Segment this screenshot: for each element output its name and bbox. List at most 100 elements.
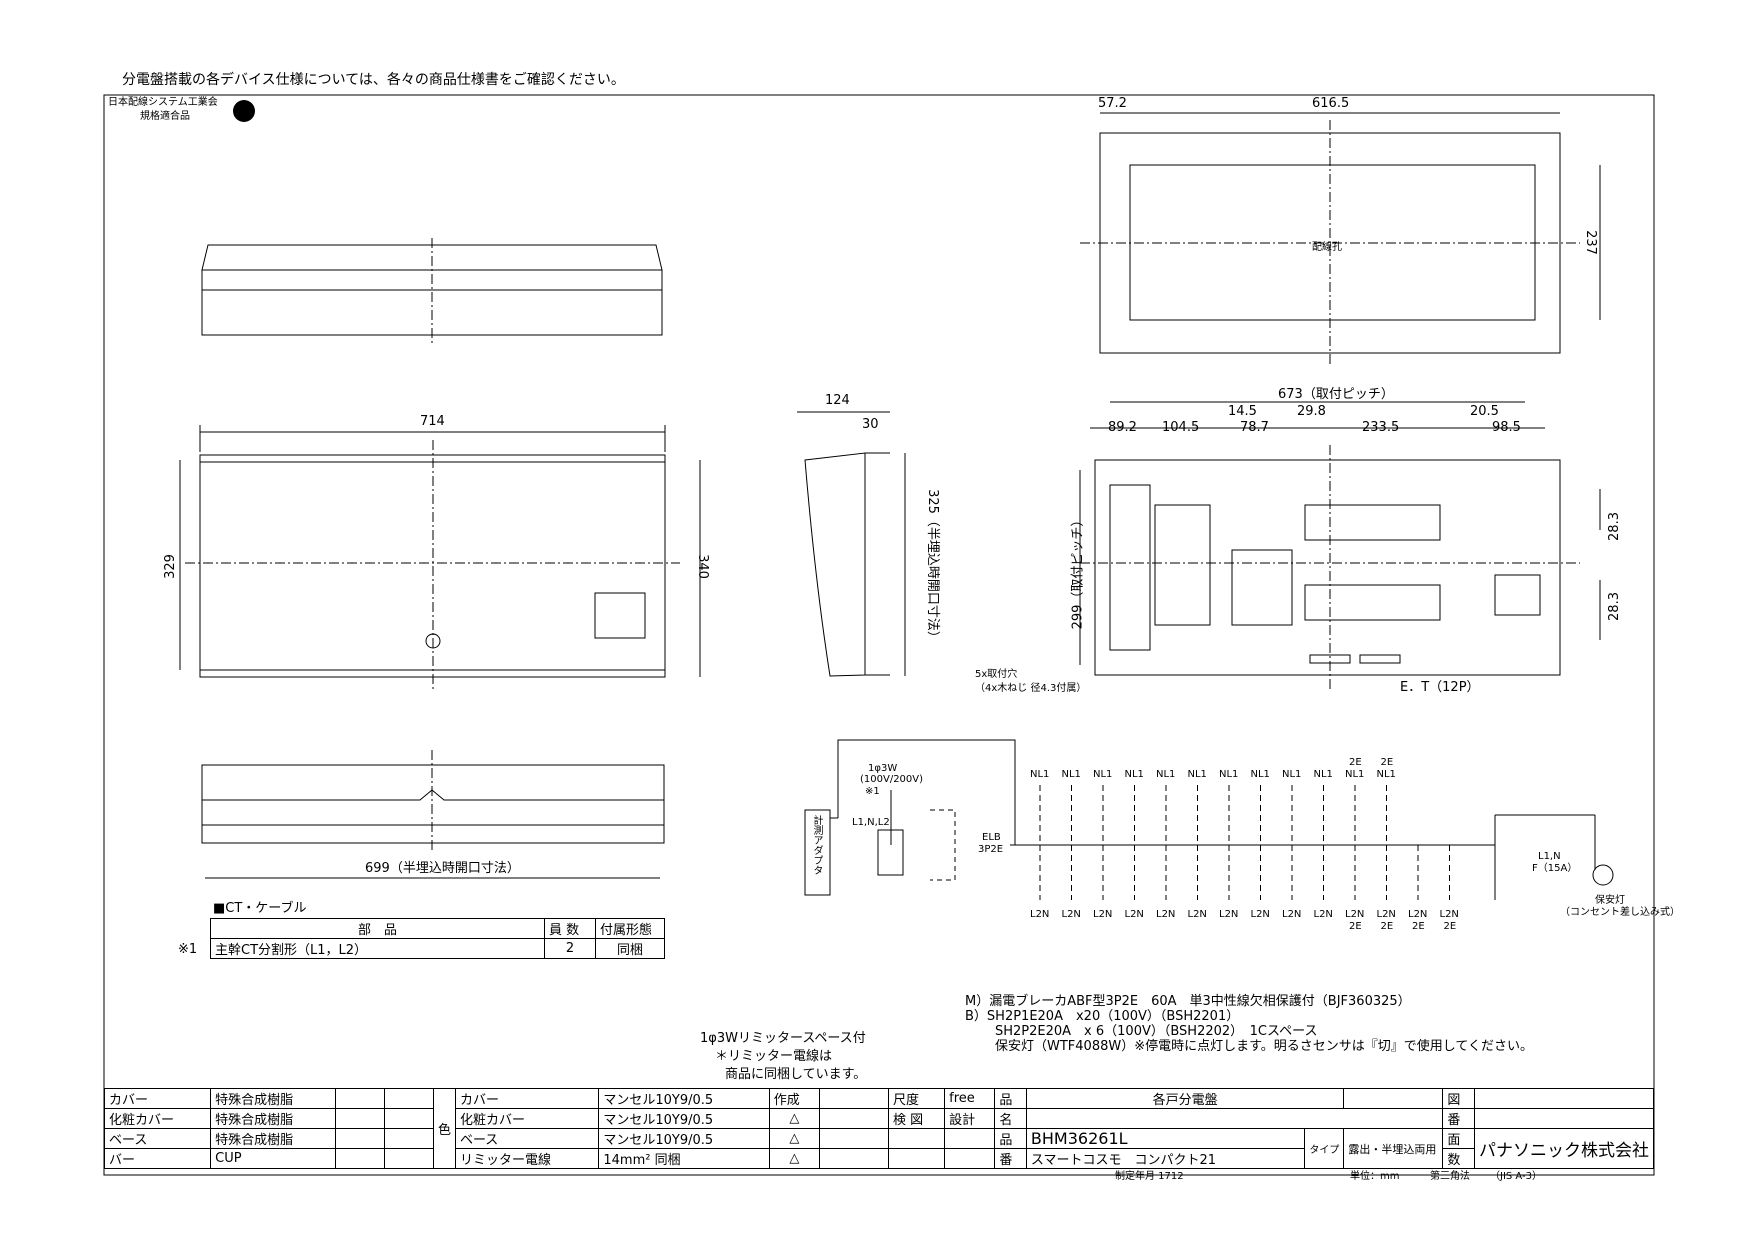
tb-r1-c2: 化粧カバー xyxy=(454,1108,600,1129)
tb-r1-tri: △ xyxy=(768,1108,821,1129)
dim-20: 20.5 xyxy=(1470,404,1499,419)
ct-title: ■CT・ケーブル xyxy=(213,901,307,916)
et-label: E．T（12P） xyxy=(1400,680,1480,695)
dim-top-237: 237 xyxy=(1582,230,1598,255)
dim-78: 78.7 xyxy=(1240,420,1269,435)
l2n-label: L2N xyxy=(1250,909,1270,920)
l2n-label: L2N xyxy=(1187,909,1207,920)
tb-r2-c3: マンセル10Y9/0.5 xyxy=(598,1128,770,1149)
dim-front-width: 714 xyxy=(420,414,445,429)
dim-14: 14.5 xyxy=(1228,404,1257,419)
ct-row-qty: 2 xyxy=(544,938,596,959)
dim-98: 98.5 xyxy=(1492,420,1521,435)
assoc-line1: 日本配線システム工業会 xyxy=(108,97,218,108)
tb-r3-tri: △ xyxy=(768,1148,821,1169)
dim-top-616: 616.5 xyxy=(1312,96,1350,111)
phase-label-2: (100V/200V) xyxy=(860,774,924,785)
tb-r1-c1: 特殊合成樹脂 xyxy=(210,1108,336,1129)
meter-adapter-label: 計測アダプタ xyxy=(811,815,822,875)
tb-r2-c1: 特殊合成樹脂 xyxy=(210,1128,336,1149)
ct-row-part: 主幹CT分割形（L1，L2） xyxy=(210,938,545,959)
tb-type: タイプ xyxy=(1304,1128,1345,1169)
ct-row-form: 同梱 xyxy=(595,938,665,959)
l2n-label: L2N xyxy=(1408,909,1428,920)
spec-line-1: M）漏電ブレーカABF型3P2E 60A 単3中性線欠相保護付（BJF36032… xyxy=(965,994,1411,1009)
nl-label: NL1 xyxy=(1313,769,1333,780)
tb-men: 面 xyxy=(1442,1128,1475,1149)
assoc-line2: 規格適合品 xyxy=(140,111,190,122)
ct-header-form: 付属形態 xyxy=(595,918,665,939)
dim-side-depth: 124 xyxy=(825,393,850,408)
elb-label-2: 3P2E xyxy=(978,844,1004,855)
elb-label-1: ELB xyxy=(982,832,1001,843)
limiter-line-2: ＊リミッター電線は xyxy=(715,1049,833,1064)
tb-r3-c3: 14mm² 同梱 xyxy=(598,1148,770,1169)
star-note: ※1 xyxy=(865,786,880,797)
mount-hole-1: 5x取付穴 xyxy=(975,669,1018,680)
tb-color: 色 xyxy=(432,1088,456,1169)
limiter-line-1: 1φ3Wリミッタースペース付 xyxy=(700,1031,866,1046)
tb-r2-tri: △ xyxy=(768,1128,821,1149)
tb-r2-c0: ベース xyxy=(103,1128,212,1149)
l2n-label: L2N xyxy=(1030,909,1050,920)
tb-mei: 名 xyxy=(994,1108,1027,1129)
dim-pitch-673: 673（取付ピッチ） xyxy=(1278,387,1394,402)
dim-233: 233.5 xyxy=(1362,420,1400,435)
tb-r2-c2: ベース xyxy=(454,1128,600,1149)
tb-r3-c1: CUP xyxy=(210,1148,336,1169)
dim-104: 104.5 xyxy=(1162,420,1200,435)
dim-28a: 28.3 xyxy=(1606,512,1622,541)
tb-series: スマートコスモ コンパクト21 xyxy=(1025,1148,1306,1169)
f15-label: F（15A） xyxy=(1532,863,1578,874)
two-e-top-label: 2E xyxy=(1349,757,1362,768)
tb-r3-c2: リミッター電線 xyxy=(454,1148,600,1169)
two-e-label: 2E xyxy=(1412,921,1425,932)
l2n-label: L2N xyxy=(1219,909,1239,920)
dim-top-57: 57.2 xyxy=(1098,96,1127,111)
two-e-label: 2E xyxy=(1380,921,1394,932)
l2n-label: L2N xyxy=(1093,909,1113,920)
ct-header-part: 部 品 xyxy=(210,918,545,939)
l2n-label: L2N xyxy=(1156,909,1176,920)
tb-name: 各戸分電盤 xyxy=(1025,1088,1345,1109)
nl-label: NL1 xyxy=(1250,769,1270,780)
nl-label: NL1 xyxy=(1282,769,1302,780)
dim-pitch-299: 299（取付ピッチ） xyxy=(1070,513,1086,630)
l2n-label: L2N xyxy=(1345,909,1365,920)
tb-zu: 図 xyxy=(1442,1088,1475,1109)
tb-unit: 単位：mm xyxy=(1350,1171,1400,1182)
limiter-line-3: 商品に同梱しています。 xyxy=(725,1067,867,1082)
phase-label-1: 1φ3W xyxy=(868,763,898,774)
spec-line-4: 保安灯（WTF4088W）※停電時に点灯します。明るさセンサは『切』で使用してく… xyxy=(995,1039,1534,1054)
tb-hin2: 品 xyxy=(994,1128,1027,1149)
dim-front-h-left: 329 xyxy=(162,554,178,579)
tb-scale-val: free xyxy=(944,1088,996,1109)
two-e-label: 2E xyxy=(1349,921,1362,932)
tb-su: 数 xyxy=(1442,1148,1475,1169)
ct-header-qty: 員 数 xyxy=(544,918,596,939)
mount-hole-2: （4x木ねじ 径4.3付属） xyxy=(975,683,1087,694)
tb-model: BHM36261L xyxy=(1025,1128,1306,1149)
tb-r1-c3: マンセル10Y9/0.5 xyxy=(598,1108,770,1129)
nl-label: NL1 xyxy=(1345,769,1365,780)
tb-r1-c0: 化粧カバー xyxy=(103,1108,212,1129)
nl-label: NL1 xyxy=(1093,769,1113,780)
lines-label: L1,N,L2 xyxy=(852,817,890,828)
tb-mount: 露出・半埋込両用 xyxy=(1343,1128,1444,1169)
tb-scale: 尺度 xyxy=(887,1088,946,1109)
jw-logo-icon xyxy=(233,100,255,122)
tb-r3-c0: バー xyxy=(103,1148,212,1169)
dim-front-h-right: 340 xyxy=(694,554,710,579)
l2n-label: L2N xyxy=(1439,909,1459,920)
tb-r0-c2: カバー xyxy=(454,1088,600,1109)
two-e-top-label: 2E xyxy=(1380,757,1394,768)
tb-ban: 番 xyxy=(994,1148,1027,1169)
tb-zuban: 番 xyxy=(1442,1108,1475,1129)
dim-29: 29.8 xyxy=(1297,404,1326,419)
tb-check: 検 図 xyxy=(887,1108,946,1129)
tb-date: 制定年月 1712 xyxy=(1115,1171,1184,1182)
tb-r0-c3: マンセル10Y9/0.5 xyxy=(598,1088,770,1109)
lamp-label-1: 保安灯 xyxy=(1595,895,1625,906)
